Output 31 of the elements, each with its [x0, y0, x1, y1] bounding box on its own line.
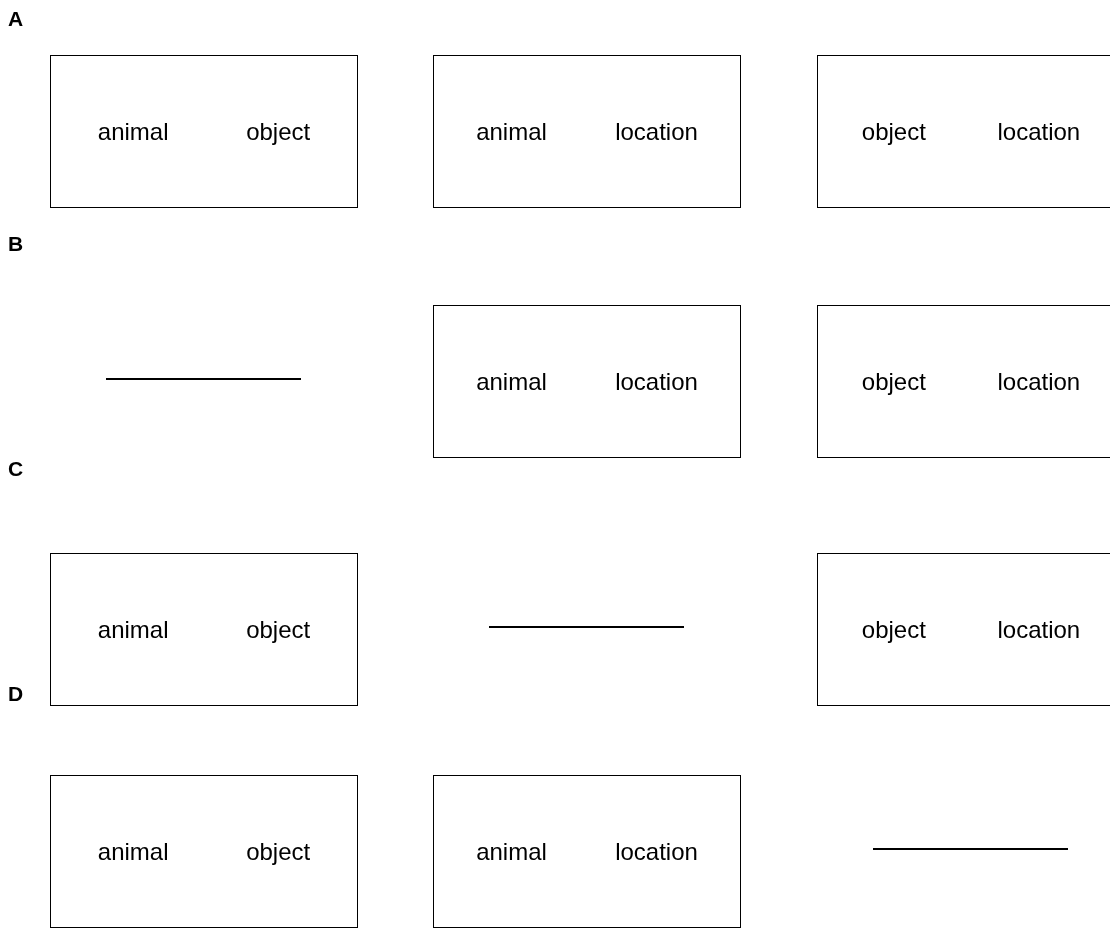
answer-card — [817, 553, 1110, 706]
row-letter: D — [8, 683, 24, 704]
word: object — [861, 369, 926, 394]
row-letter: A — [8, 8, 24, 29]
word: location — [997, 369, 1081, 394]
row-letter: B — [8, 233, 24, 254]
word: animal — [476, 369, 547, 394]
word: animal — [97, 119, 169, 144]
word: object — [861, 119, 926, 144]
answer-card — [433, 775, 741, 928]
word: location — [615, 839, 698, 864]
answer-card — [50, 553, 358, 706]
answer-card — [433, 55, 741, 208]
word: location — [997, 119, 1081, 144]
word: location — [615, 119, 698, 144]
word: animal — [97, 839, 169, 864]
word: object — [861, 617, 926, 642]
word: object — [246, 839, 311, 864]
answer-card — [50, 55, 358, 208]
answer-card — [817, 305, 1110, 458]
answer-card — [50, 775, 358, 928]
word: animal — [476, 119, 547, 144]
word: object — [246, 119, 311, 144]
word: animal — [476, 839, 547, 864]
word: object — [246, 617, 311, 642]
word: animal — [97, 617, 169, 642]
answer-card — [433, 305, 741, 458]
word: location — [997, 617, 1081, 642]
word: location — [615, 369, 698, 394]
row-letter: C — [8, 458, 24, 479]
answer-card — [817, 55, 1110, 208]
